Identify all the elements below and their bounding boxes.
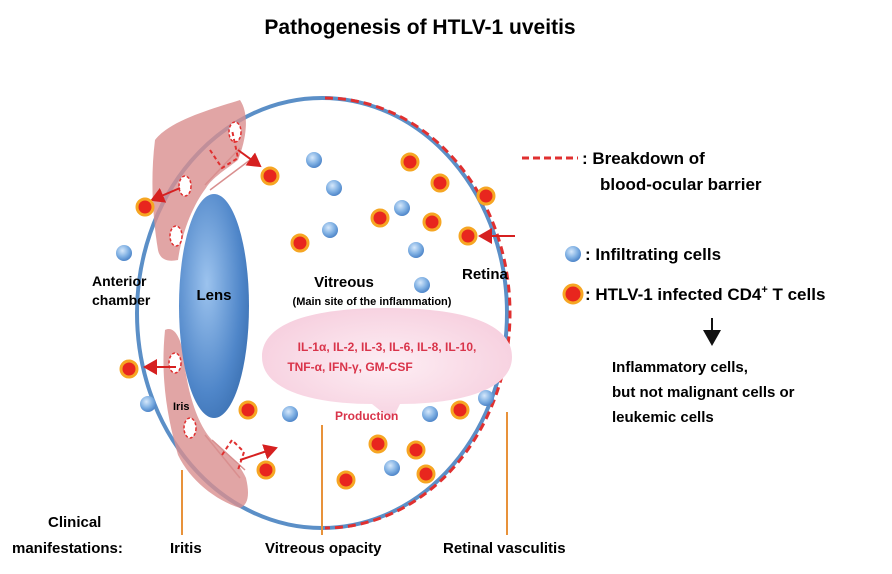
label-lens: Lens xyxy=(196,287,231,304)
infected-cell xyxy=(422,212,442,232)
infiltrating-cell xyxy=(422,406,438,422)
diagram-title: Pathogenesis of HTLV-1 uveitis xyxy=(264,16,575,39)
infected-cell xyxy=(430,173,450,193)
infiltrating-cell xyxy=(478,390,494,406)
clinical-iritis: Iritis xyxy=(170,540,202,557)
infiltrating-cell xyxy=(384,460,400,476)
infiltrating-cell xyxy=(282,406,298,422)
barrier-breakdown-line xyxy=(324,96,512,530)
legend-infected-label: : HTLV-1 infected CD4+ T cells xyxy=(585,284,825,304)
infected-cell xyxy=(450,400,470,420)
legend-barrier-line-1: : Breakdown of xyxy=(582,149,705,168)
zonules xyxy=(204,147,251,479)
infiltrating-cell xyxy=(394,200,410,216)
infected-cell xyxy=(458,226,478,246)
infiltrating-cell xyxy=(322,222,338,238)
legend-note-line-1: Inflammatory cells, xyxy=(612,359,748,376)
label-vitreous: Vitreous xyxy=(314,274,374,291)
label-anterior-chamber-2: chamber xyxy=(92,292,151,308)
barrier-ciliary-top xyxy=(209,129,240,170)
infected-cell xyxy=(119,359,139,379)
legend-note-line-3: leukemic cells xyxy=(612,409,714,426)
infected-cell xyxy=(290,233,310,253)
infected-cell xyxy=(406,440,426,460)
clinical-retinal-vasculitis: Retinal vasculitis xyxy=(443,540,566,557)
infiltrating-cell xyxy=(326,180,342,196)
infected-cell xyxy=(135,197,155,217)
infiltrating-cell xyxy=(116,245,132,261)
legend-infiltrating-label: : Infiltrating cells xyxy=(585,245,721,264)
lens xyxy=(179,194,249,418)
label-vitreous-note: (Main site of the inflammation) xyxy=(293,296,452,308)
iris-upper xyxy=(152,100,246,261)
infiltrating-cell xyxy=(408,242,424,258)
infected-cell xyxy=(416,464,436,484)
clinical-heading-1: Clinical xyxy=(48,514,101,531)
migration-arrows xyxy=(143,149,515,461)
legend-barrier-line-2: blood-ocular barrier xyxy=(600,175,762,194)
infiltrating-cell xyxy=(414,277,430,293)
infected-cell xyxy=(400,152,420,172)
cytokine-bubble xyxy=(262,308,512,420)
cells-layer xyxy=(116,152,496,490)
label-iris: Iris xyxy=(173,401,190,413)
barrier-gaps xyxy=(168,121,242,439)
label-production: Production xyxy=(335,409,398,423)
barrier-ciliary-bottom xyxy=(221,438,246,471)
cytokine-line-2: TNF-α, IFN-γ, GM-CSF xyxy=(287,360,412,374)
infected-cell xyxy=(238,400,258,420)
pointer-lines xyxy=(181,412,508,535)
infected-cell xyxy=(260,166,280,186)
label-retina: Retina xyxy=(462,266,509,283)
legend-infected-swatch xyxy=(562,283,584,305)
clinical-vitreous-opacity: Vitreous opacity xyxy=(265,540,382,557)
infected-cell xyxy=(370,208,390,228)
infected-cell xyxy=(336,470,356,490)
infiltrating-cell xyxy=(306,152,322,168)
infected-cell xyxy=(476,186,496,206)
cytokine-line-1: IL-1α, IL-2, IL-3, IL-6, IL-8, IL-10, xyxy=(298,340,477,354)
infected-cell xyxy=(368,434,388,454)
legend-note-line-2: but not malignant cells or xyxy=(612,384,795,401)
infiltrating-cell xyxy=(140,396,156,412)
iris-lower xyxy=(163,329,248,508)
clinical-heading-2: manifestations: xyxy=(12,540,123,557)
legend-infiltrating-swatch xyxy=(565,246,581,262)
infected-cell xyxy=(256,460,276,480)
label-anterior-chamber-1: Anterior xyxy=(92,273,147,289)
